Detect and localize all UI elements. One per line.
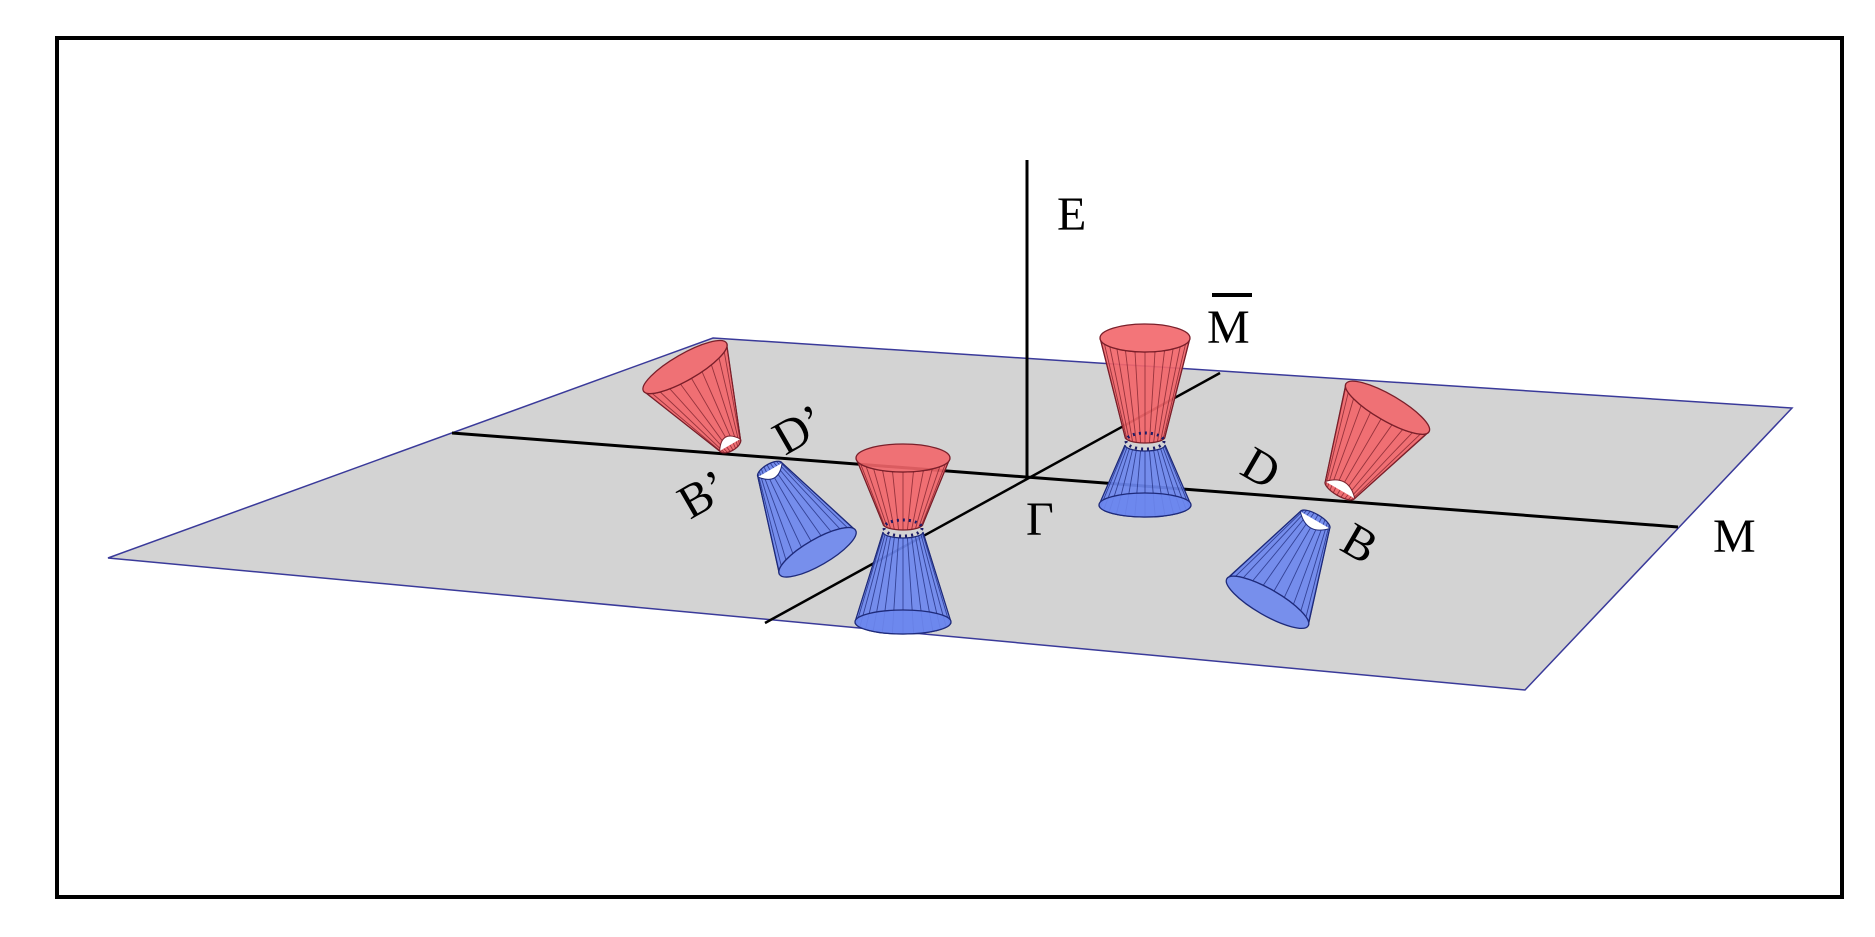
energy-axis-label: E bbox=[1057, 188, 1086, 241]
d-upper-cone-body bbox=[1324, 380, 1431, 501]
gamma-dirac-cone bbox=[854, 443, 952, 635]
m-point-label: M bbox=[1713, 510, 1756, 563]
b-lower-cone bbox=[1225, 509, 1331, 629]
dirac-cones bbox=[642, 323, 1431, 635]
m-bar-dirac-cone-lower bbox=[1098, 444, 1192, 518]
gamma-point-label: Γ bbox=[1026, 493, 1054, 546]
gamma-dirac-cone-lower bbox=[854, 531, 952, 635]
d-prime-upper-cone-body bbox=[642, 339, 742, 454]
b-lower-cone-body bbox=[1225, 509, 1331, 629]
brillouin-zone-plane bbox=[107, 337, 1794, 691]
b-prime-lower-cone bbox=[756, 460, 857, 578]
b-prime-lower-cone-body bbox=[756, 460, 857, 578]
m-bar-dirac-cone bbox=[1098, 323, 1192, 518]
gamma-m-axis bbox=[451, 431, 1679, 529]
d-prime-upper-cone bbox=[642, 339, 742, 454]
m-bar-point-label: M bbox=[1207, 293, 1252, 354]
d-upper-cone bbox=[1324, 380, 1431, 501]
gamma-dirac-cone-upper bbox=[855, 443, 951, 531]
m-bar-dirac-cone-upper bbox=[1099, 323, 1191, 444]
m-bar-text: M bbox=[1207, 301, 1250, 354]
